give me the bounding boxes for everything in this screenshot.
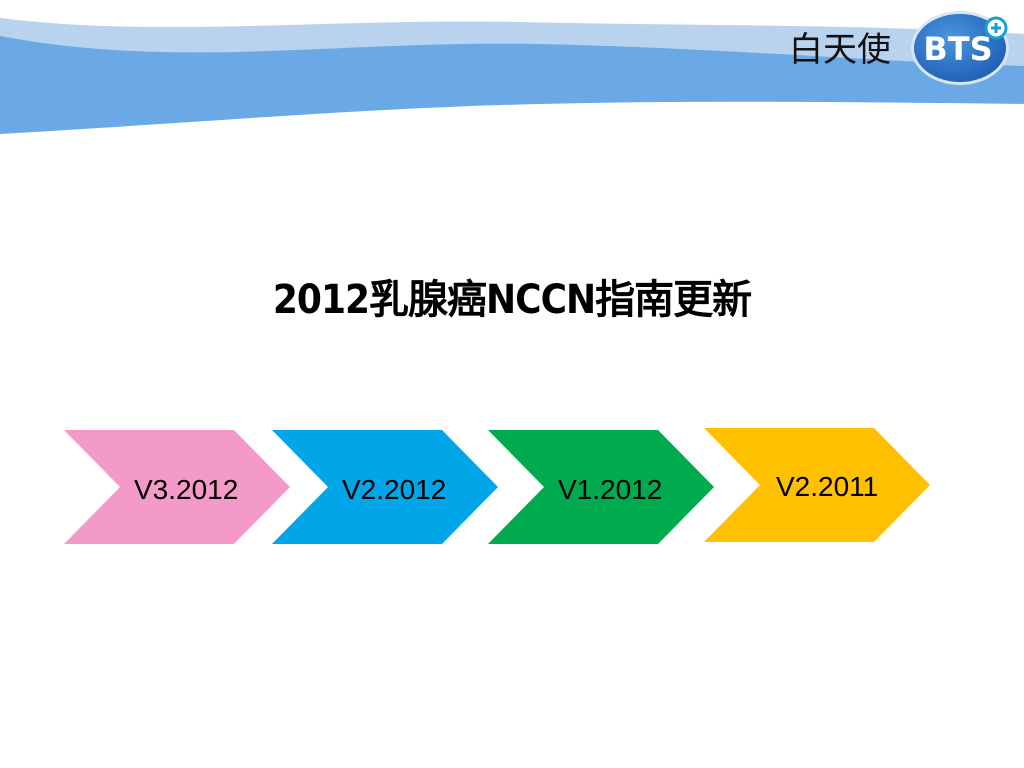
header-wave-mid: [0, 36, 1024, 134]
chevron-label-3: V1.2012: [558, 474, 663, 505]
chevron-shape-3: [488, 430, 714, 544]
logo-text: BTS: [923, 30, 992, 68]
chevron-step-4: [704, 428, 930, 542]
bts-logo-icon: BTS: [911, 11, 1009, 85]
chevron-label-2: V2.2012: [342, 474, 447, 505]
chevron-step-3: [488, 430, 714, 544]
chevron-shape-2: [272, 430, 498, 544]
chevron-step-2: [272, 430, 498, 544]
slide-title: 2012乳腺癌NCCN指南更新: [272, 277, 752, 323]
chevron-shape-4: [704, 428, 930, 542]
header-wave: [0, 18, 1024, 134]
chevron-step-1: [64, 430, 290, 544]
chevron-label-4: V2.2011: [776, 471, 879, 502]
chevron-label-1: V3.2012: [134, 474, 239, 505]
chevron-shape-1: [64, 430, 290, 544]
brand-name: 白天使: [789, 30, 891, 70]
